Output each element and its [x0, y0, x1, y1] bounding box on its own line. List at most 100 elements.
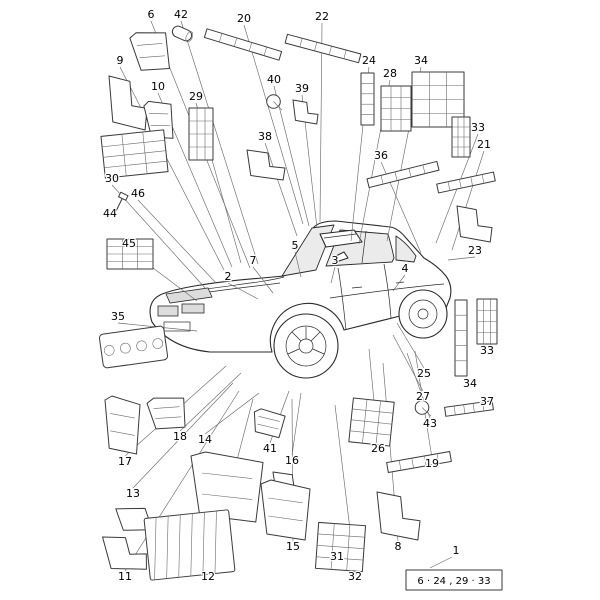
- part-label-33: 33: [480, 344, 494, 357]
- part-label-20: 20: [237, 12, 251, 25]
- part-label-14: 14: [198, 433, 212, 446]
- car-window-divider: [361, 230, 367, 264]
- car-windshield: [281, 224, 335, 277]
- leader-line-20: [243, 24, 304, 225]
- part-label-44: 44: [103, 207, 117, 220]
- part-glyph-22: [284, 33, 362, 64]
- part-label-34: 34: [414, 54, 428, 67]
- leader-line-40: [273, 85, 310, 227]
- part-glyph-20: [203, 28, 283, 61]
- car-door-line-rear: [383, 263, 392, 319]
- part-label-6: 6: [148, 8, 155, 21]
- part-glyph-19: [386, 451, 452, 473]
- part-label-28: 28: [383, 67, 397, 80]
- footer-range-box: [405, 569, 503, 591]
- part-label-26: 26: [371, 442, 385, 455]
- car-headlight: [165, 287, 213, 304]
- part-glyph-28: [380, 85, 412, 132]
- part-label-31: 31: [330, 550, 344, 563]
- leader-line-30: [111, 184, 207, 290]
- part-glyph-45: [106, 238, 154, 270]
- part-label-34: 34: [463, 377, 477, 390]
- part-glyph-29: [188, 107, 214, 161]
- part-label-12: 12: [201, 570, 215, 583]
- part-label-18: 18: [173, 430, 187, 443]
- part-label-40: 40: [267, 73, 281, 86]
- part-label-10: 10: [151, 80, 165, 93]
- leader-line-16: [291, 392, 302, 456]
- footer-group-label: 1: [453, 544, 460, 557]
- part-label-35: 35: [111, 310, 125, 323]
- leader-line-11: [124, 390, 240, 572]
- part-glyphs: [98, 25, 498, 581]
- car-license-plate: [163, 321, 191, 332]
- part-glyph-26: [348, 397, 395, 447]
- car-roof-opening-inner: [323, 233, 357, 239]
- part-label-39: 39: [295, 82, 309, 95]
- part-label-38: 38: [258, 130, 272, 143]
- part-label-21: 21: [477, 138, 491, 151]
- part-glyph-39: [292, 99, 319, 125]
- part-glyph-38: [246, 149, 286, 181]
- part-glyph-33: [476, 298, 498, 345]
- leader-line-5: [294, 251, 302, 278]
- part-glyph-44: [115, 191, 129, 213]
- part-label-36: 36: [374, 149, 388, 162]
- car-front-rim: [285, 325, 327, 367]
- part-label-3: 3: [332, 254, 339, 267]
- part-glyph-6: [129, 32, 170, 71]
- part-glyph-11: [102, 536, 147, 570]
- car-door-line-front: [337, 267, 347, 331]
- leader-line-25: [396, 322, 425, 369]
- part-label-15: 15: [286, 540, 300, 553]
- part-label-41: 41: [263, 442, 277, 455]
- part-glyph-24: [360, 72, 375, 126]
- part-label-2: 2: [225, 270, 232, 283]
- part-glyph-40: [266, 94, 283, 111]
- part-glyph-23: [456, 205, 493, 243]
- part-glyph-18: [146, 397, 186, 430]
- part-glyph-41: [253, 408, 286, 439]
- part-glyph-33: [451, 116, 471, 158]
- part-glyph-30: [100, 129, 169, 179]
- car-side-crease: [329, 283, 445, 299]
- part-label-11: 11: [118, 570, 132, 583]
- part-label-42: 42: [174, 8, 188, 21]
- part-label-13: 13: [126, 487, 140, 500]
- car-hood-crease-1: [199, 276, 285, 291]
- part-glyph-12: [143, 509, 236, 581]
- car-grille-right: [181, 303, 205, 314]
- car-side-mirror: [331, 251, 349, 263]
- leader-line-14: [204, 392, 260, 435]
- part-label-27: 27: [416, 390, 430, 403]
- part-label-32: 32: [348, 570, 362, 583]
- leader-line-4: [392, 274, 406, 292]
- part-label-24: 24: [362, 54, 376, 67]
- car-front-wheel: [273, 313, 339, 379]
- leader-line-27: [392, 334, 424, 392]
- part-label-33: 33: [471, 121, 485, 134]
- part-glyph-42: [171, 25, 194, 43]
- footer-range-text: 6 · 24 , 29 · 33: [417, 576, 490, 587]
- part-label-46: 46: [131, 187, 145, 200]
- car-front-spokes: [287, 327, 325, 355]
- leader-line-42: [180, 20, 259, 265]
- part-label-7: 7: [250, 254, 257, 267]
- car-side-window-rear: [395, 235, 417, 263]
- leader-line-23: [447, 256, 476, 261]
- leader-line-9: [119, 66, 225, 271]
- part-label-29: 29: [189, 90, 203, 103]
- part-glyph-36: [366, 160, 440, 189]
- leader-line-38: [264, 142, 298, 237]
- part-label-17: 17: [118, 455, 132, 468]
- part-label-23: 23: [468, 244, 482, 257]
- leader-line-22: [319, 22, 323, 223]
- car-rear-hub: [417, 308, 429, 320]
- leader-line-21: [451, 150, 485, 251]
- part-label-9: 9: [117, 54, 124, 67]
- car-door-handle-rear: [395, 281, 405, 284]
- part-label-30: 30: [105, 172, 119, 185]
- footer-legend: 1 6 · 24 , 29 · 33: [405, 543, 503, 591]
- leader-line-46: [137, 199, 217, 284]
